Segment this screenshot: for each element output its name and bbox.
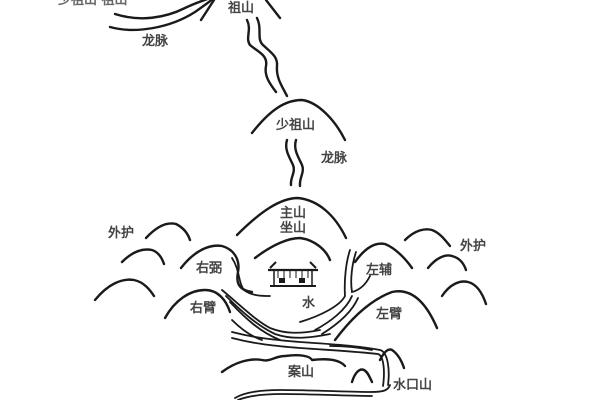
lesser-ancestor-mountain-label: 少祖山: [276, 118, 316, 133]
seat-mountain-label: 坐山: [280, 221, 307, 236]
right-arm-label: 右臂: [190, 301, 217, 316]
lesser-ancestor-mountain-line: [250, 98, 347, 142]
water-mouth-mountains: [350, 348, 406, 384]
dragon-vein-upper: [245, 16, 289, 98]
water-label: 水: [302, 296, 316, 311]
dragon-vein-top-lines: [108, 0, 214, 32]
house-icon: [268, 261, 318, 287]
water-mouth-mountain-label: 水口山: [393, 378, 433, 393]
left-assist-label: 左辅: [366, 263, 393, 278]
outer-guard-left-mountains: [93, 222, 192, 302]
water-channel-right: [299, 249, 371, 335]
top-partial-label: 少祖山 祖山: [58, 0, 128, 8]
lower-water-lines: [231, 331, 390, 387]
right-assist-mountain-line: [179, 244, 254, 294]
outer-guard-right-mountains: [403, 228, 488, 306]
main-mountain-line: [235, 196, 348, 240]
left-arm-mountain-line: [333, 290, 439, 342]
table-mountain-line: [220, 354, 347, 374]
right-assist-label: 右弼: [196, 261, 223, 276]
table-mountain-label: 案山: [288, 365, 315, 380]
ancestor-mountain-lines: [199, 0, 282, 22]
dragon-vein-mid: [285, 138, 305, 188]
outer-guard-left-label: 外护: [108, 226, 135, 241]
dragon-vein-top-label: 龙脉: [142, 34, 169, 49]
bottom-river: [234, 384, 391, 401]
main-mountain-label: 主山: [280, 206, 307, 221]
left-assist-mountain-line: [353, 242, 414, 270]
dragon-vein-mid-label: 龙脉: [321, 151, 348, 166]
left-arm-label: 左臂: [376, 307, 403, 322]
right-arm-mountain-line: [163, 288, 232, 320]
right-assist-inner-line: [231, 257, 271, 297]
water-channel-left: [221, 289, 331, 341]
ancestor-mountain-label: 祖山: [228, 1, 255, 16]
seat-mountain-line: [253, 236, 332, 262]
outer-guard-right-label: 外护: [460, 239, 487, 254]
